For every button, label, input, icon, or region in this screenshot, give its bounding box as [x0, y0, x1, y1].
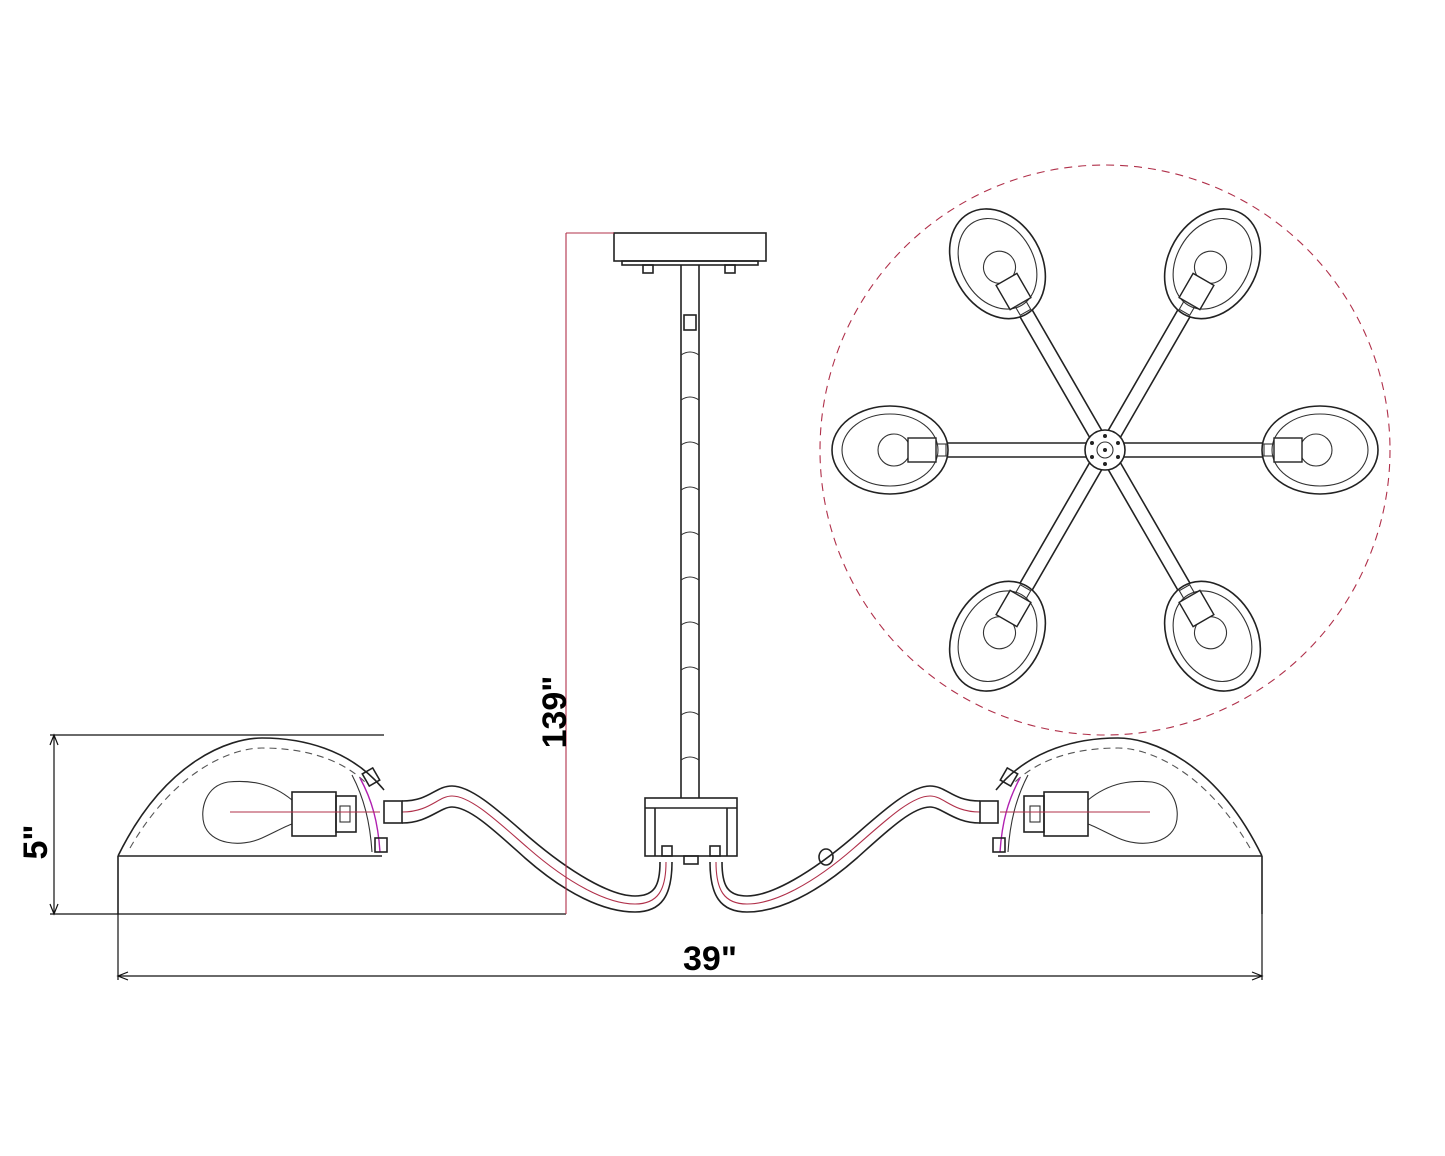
right-arm — [709, 785, 999, 913]
left-shade — [117, 737, 388, 914]
dimension-lines — [49, 232, 1264, 981]
plan-hub — [1084, 429, 1126, 471]
left-arm — [383, 785, 673, 913]
downrod — [680, 265, 700, 798]
overall-height-dimension-label: 139" — [536, 676, 574, 749]
center-hub — [644, 797, 738, 865]
width-dimension-label: 39" — [683, 940, 737, 978]
right-shade — [992, 737, 1263, 914]
plan-shade-south-east — [1163, 580, 1262, 692]
plan-shade-south-west — [948, 580, 1047, 692]
plan-arms — [942, 304, 1268, 596]
ceiling-canopy — [613, 232, 767, 274]
plan-shade-west — [831, 405, 949, 495]
dimension-labels: 39" 5" 139" — [17, 676, 737, 978]
top-view — [819, 164, 1391, 736]
plan-overall-circle — [819, 164, 1391, 736]
height-dimension-label: 5" — [17, 824, 55, 859]
plan-shade-east — [1261, 405, 1379, 495]
plan-shade-north-east — [1163, 208, 1262, 320]
plan-shade-north-west — [948, 208, 1047, 320]
side-elevation — [117, 232, 1263, 915]
